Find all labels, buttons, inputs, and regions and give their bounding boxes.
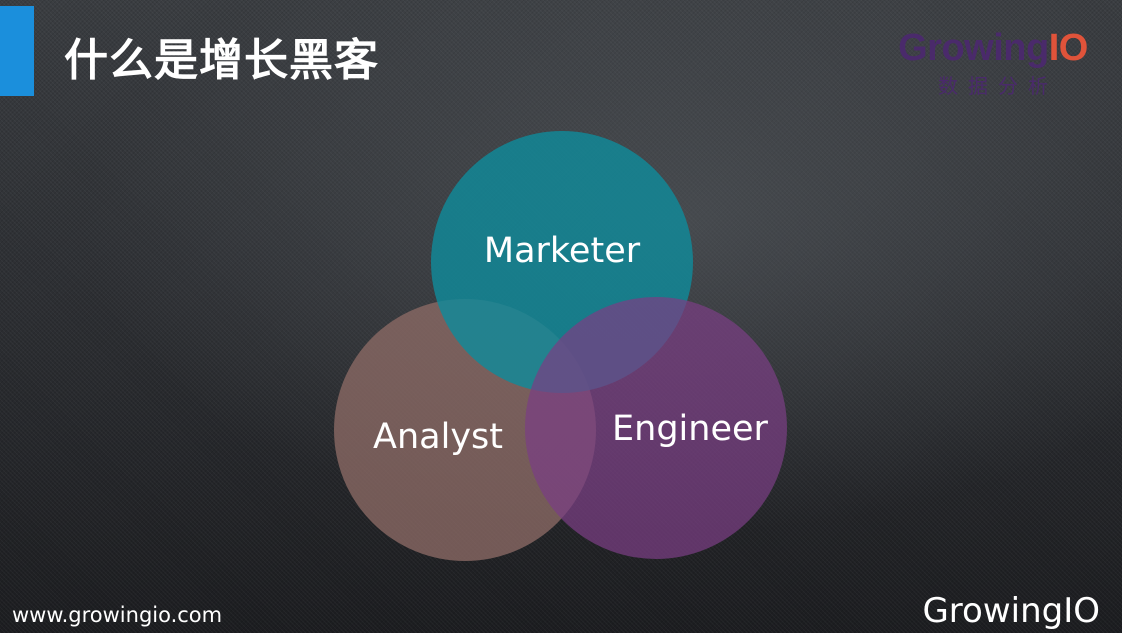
logo-wordmark: GrowingIO (898, 28, 1088, 68)
venn-label-analyst: Analyst (373, 417, 503, 457)
logo-word-io: IO (1048, 27, 1089, 69)
venn-label-marketer: Marketer (484, 231, 641, 271)
footer-url: www.growingio.com (12, 603, 223, 627)
logo-word-growing: Growing (898, 27, 1049, 69)
venn-label-engineer: Engineer (612, 409, 768, 449)
footer-brand: GrowingIO (922, 591, 1100, 631)
slide-title: 什么是增长黑客 (64, 35, 379, 86)
logo-subtitle: 数据分析 (938, 74, 1058, 98)
title-accent-bar (0, 6, 34, 96)
growingio-logo: GrowingIO 数据分析 (898, 28, 1088, 99)
venn-circle-engineer (525, 297, 787, 559)
